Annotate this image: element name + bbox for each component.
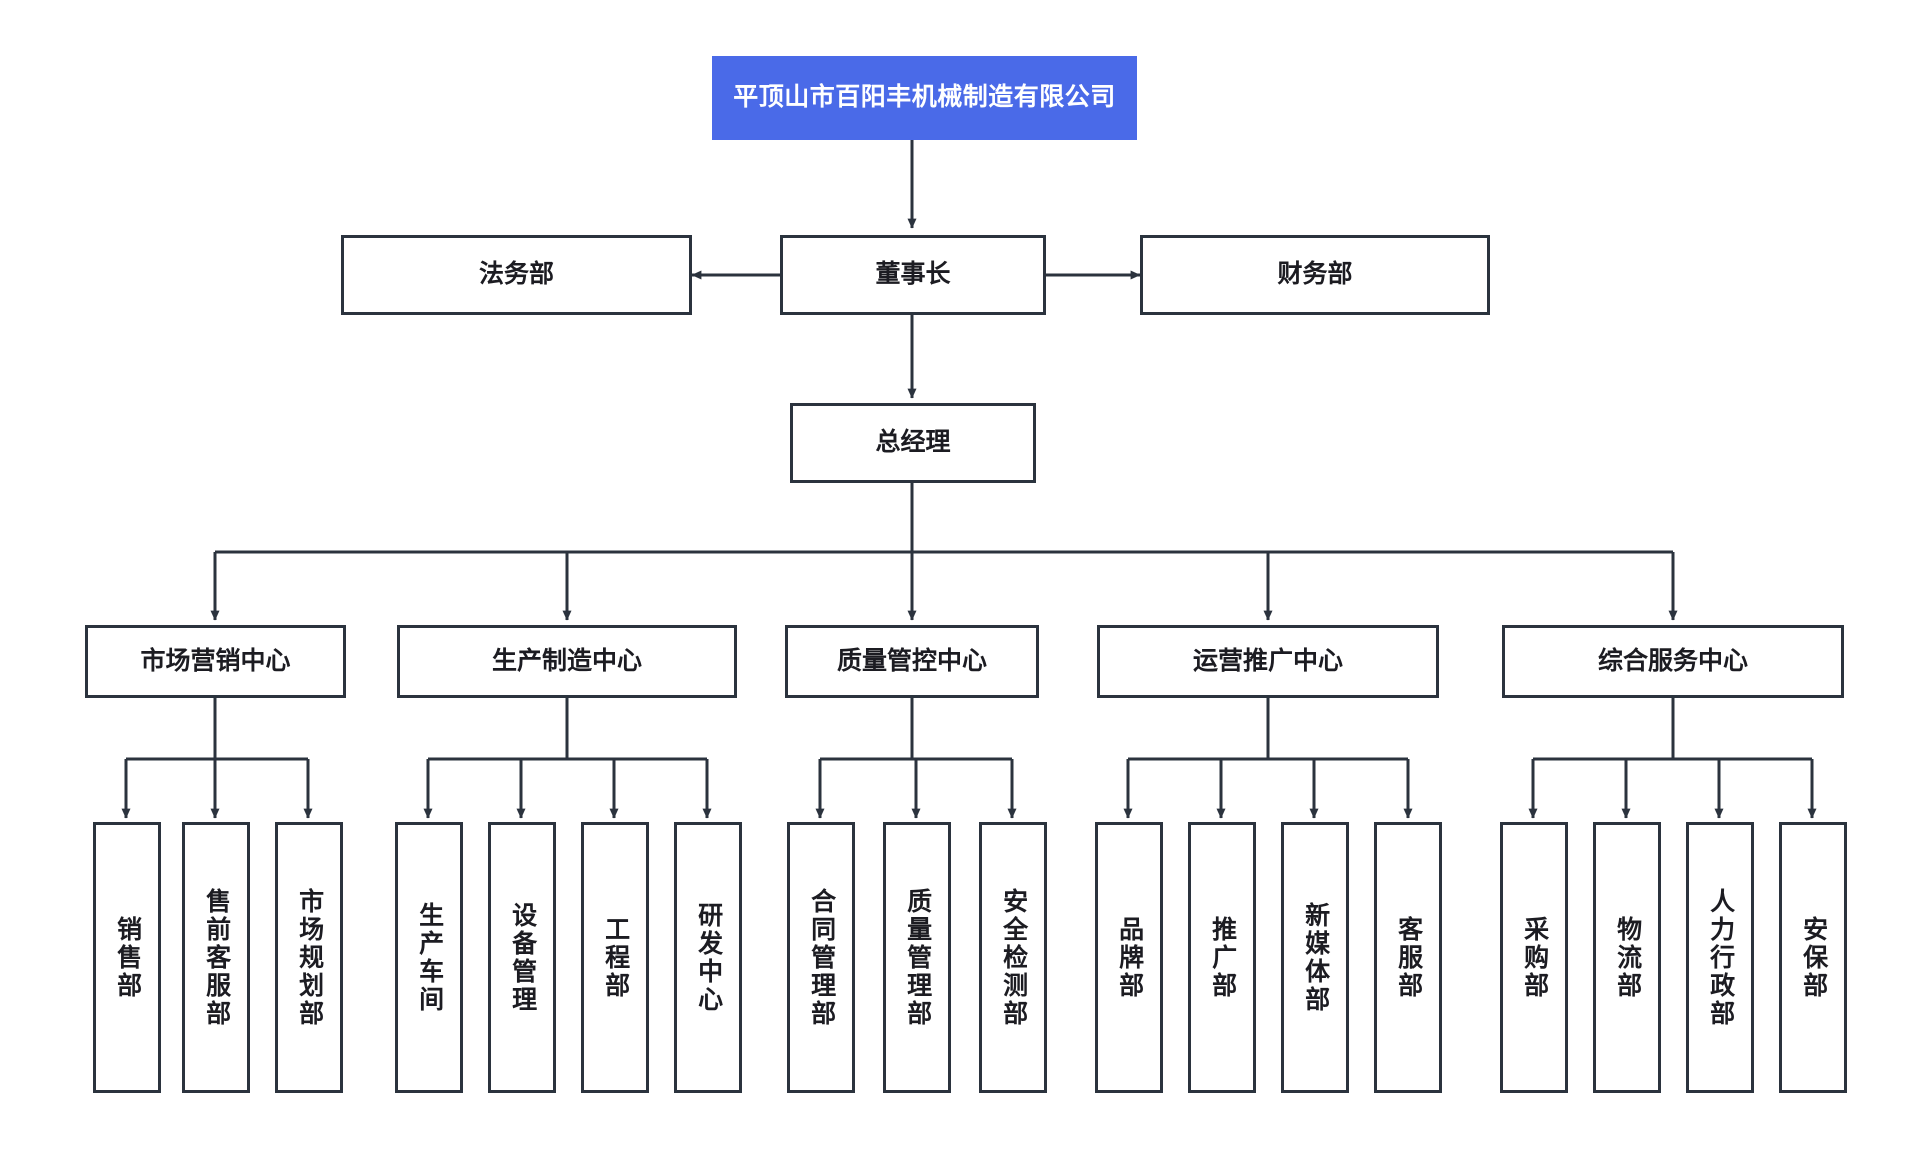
node-leaf-new-media[interactable]: 新媒体部 [1281, 822, 1349, 1093]
node-leaf-safety-inspection[interactable]: 安全检测部 [979, 822, 1047, 1093]
node-leaf-procurement[interactable]: 采购部 [1500, 822, 1568, 1093]
node-label: 市场营销中心 [140, 646, 291, 675]
node-leaf-brand[interactable]: 品牌部 [1095, 822, 1163, 1093]
node-label: 市场规划部 [295, 887, 324, 1028]
node-leaf-security[interactable]: 安保部 [1779, 822, 1847, 1093]
node-leaf-market-planning[interactable]: 市场规划部 [275, 822, 343, 1093]
node-label: 总经理 [875, 428, 951, 457]
node-label: 销售部 [113, 915, 142, 1000]
node-label: 平顶山市百阳丰机械制造有限公司 [733, 83, 1116, 112]
node-label: 董事长 [875, 260, 951, 289]
node-center-marketing[interactable]: 市场营销中心 [85, 625, 346, 698]
node-label: 研发中心 [694, 901, 723, 1014]
node-finance-department[interactable]: 财务部 [1140, 235, 1490, 315]
node-leaf-sales[interactable]: 销售部 [93, 822, 161, 1093]
node-label: 法务部 [478, 260, 554, 289]
node-leaf-equipment-management[interactable]: 设备管理 [488, 822, 556, 1093]
node-leaf-presales-service[interactable]: 售前客服部 [182, 822, 250, 1093]
node-label: 物流部 [1613, 915, 1642, 1000]
node-label: 合同管理部 [807, 887, 836, 1028]
node-label: 品牌部 [1115, 915, 1144, 1000]
node-leaf-rnd-center[interactable]: 研发中心 [674, 822, 742, 1093]
node-chairman[interactable]: 董事长 [780, 235, 1046, 315]
node-leaf-promotion[interactable]: 推广部 [1188, 822, 1256, 1093]
node-label: 新媒体部 [1301, 901, 1330, 1014]
node-label: 人力行政部 [1706, 887, 1735, 1028]
node-center-operations[interactable]: 运营推广中心 [1097, 625, 1439, 698]
node-leaf-contract-management[interactable]: 合同管理部 [787, 822, 855, 1093]
node-label: 售前客服部 [202, 887, 231, 1028]
node-label: 质量管理部 [903, 887, 932, 1028]
node-legal-department[interactable]: 法务部 [341, 235, 692, 315]
node-label: 运营推广中心 [1192, 646, 1343, 675]
node-leaf-customer-service[interactable]: 客服部 [1374, 822, 1442, 1093]
node-label: 安全检测部 [999, 887, 1028, 1028]
node-label: 综合服务中心 [1597, 646, 1748, 675]
node-center-quality[interactable]: 质量管控中心 [785, 625, 1039, 698]
node-label: 财务部 [1277, 260, 1353, 289]
node-leaf-hr-admin[interactable]: 人力行政部 [1686, 822, 1754, 1093]
node-leaf-production-workshop[interactable]: 生产车间 [395, 822, 463, 1093]
node-leaf-logistics[interactable]: 物流部 [1593, 822, 1661, 1093]
node-label: 采购部 [1520, 915, 1549, 1000]
node-center-production[interactable]: 生产制造中心 [397, 625, 737, 698]
node-label: 生产制造中心 [491, 646, 642, 675]
node-company-root[interactable]: 平顶山市百阳丰机械制造有限公司 [712, 56, 1137, 140]
node-leaf-engineering[interactable]: 工程部 [581, 822, 649, 1093]
node-label: 生产车间 [415, 901, 444, 1014]
node-label: 质量管控中心 [836, 646, 987, 675]
node-label: 设备管理 [508, 901, 537, 1014]
node-general-manager[interactable]: 总经理 [790, 403, 1036, 483]
node-center-service[interactable]: 综合服务中心 [1502, 625, 1844, 698]
node-label: 推广部 [1208, 915, 1237, 1000]
node-label: 客服部 [1394, 915, 1423, 1000]
node-leaf-quality-management[interactable]: 质量管理部 [883, 822, 951, 1093]
node-label: 安保部 [1799, 915, 1828, 1000]
node-label: 工程部 [601, 915, 630, 1000]
